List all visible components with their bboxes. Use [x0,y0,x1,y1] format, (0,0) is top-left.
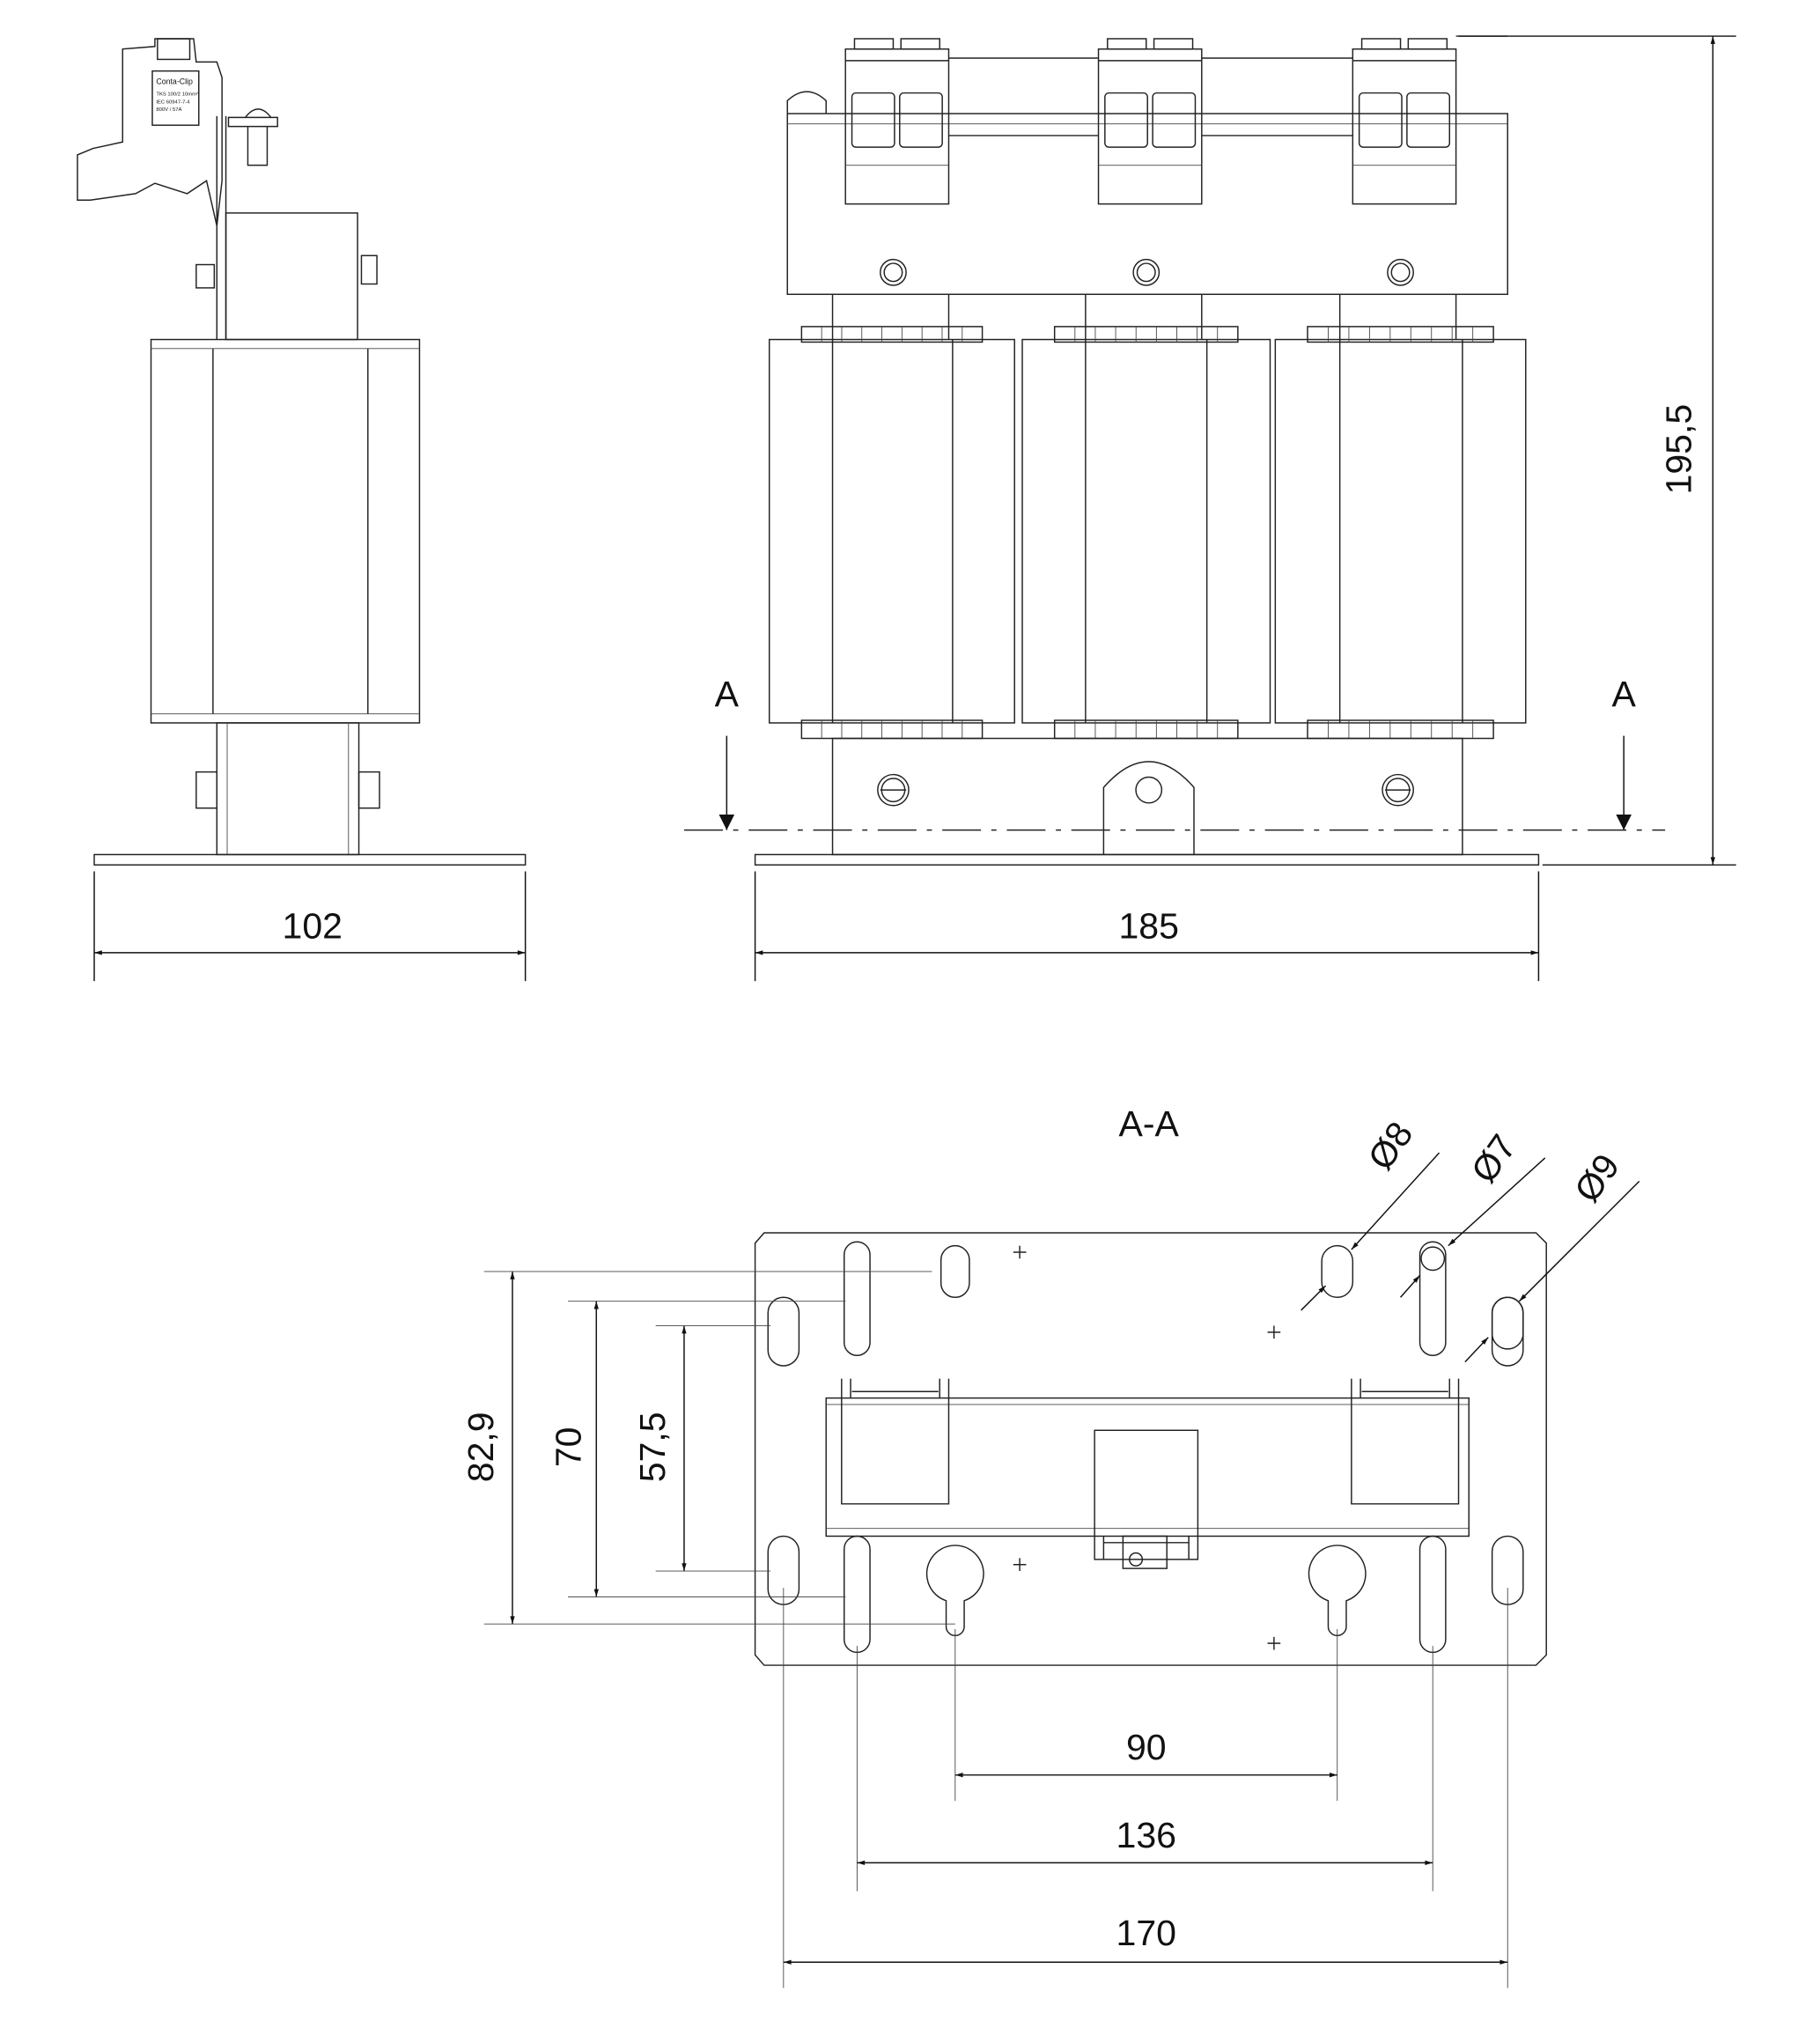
terminal-cap [1153,38,1194,50]
terminal-hole [1132,258,1161,286]
terminal-label-line2: IEC 60947-7-4 [156,100,190,105]
side-view: Conta-Clip TKS 100/2 10mm² IEC 60947-7-4… [77,38,527,982]
terminal-label-brand: Conta-Clip [156,77,193,85]
terminal-hole [883,262,903,283]
terminal-clamp [851,92,895,148]
dimension-195-5: 195,5 [1458,35,1736,866]
keyhole [925,1545,984,1637]
center-mark [1013,1558,1027,1572]
slot [1418,1535,1447,1654]
dimension-label-57-5: 57,5 [632,1412,673,1482]
coil-side [150,338,421,724]
hole-d8 [1321,1244,1354,1299]
core-comb-top [800,326,984,343]
base-plate-side [93,853,527,866]
hole-d7 [1420,1246,1446,1272]
terminal-cap [1360,38,1402,50]
center-mark [1267,1636,1281,1650]
terminal-body [844,48,950,205]
front-view: A A 185 195,5 [683,35,1736,982]
bottom-bracket [831,737,1463,856]
coil-body [768,338,1015,724]
core-comb-top [1053,326,1239,343]
terminal [831,38,950,340]
terminal-cap [1407,38,1448,50]
oval-hole [1491,1296,1524,1367]
screw-icon [786,91,827,114]
dimension-label-195-5: 195,5 [1658,404,1698,495]
screw-icon [227,108,278,166]
slot [844,1535,871,1654]
dimension-label-136: 136 [1116,1815,1176,1855]
slot [844,1241,871,1356]
dimension-label-102: 102 [283,906,343,947]
coil [1274,326,1527,740]
terminal-hole [1387,258,1414,286]
section-mark-left: A [715,674,740,714]
lower-bracket [216,722,360,856]
terminal-cap [900,38,940,50]
diameter-label-8: Ø8 [1360,1114,1421,1176]
terminal-cap [853,38,895,50]
terminal-hole [1136,262,1156,283]
slot [1418,1241,1447,1356]
terminal-cap [1107,38,1147,50]
keyhole [1308,1545,1367,1637]
dimension-label-170: 170 [1116,1913,1176,1953]
section-mark-right: A [1611,674,1636,714]
dimension-label-185: 185 [1118,906,1178,947]
mounting-plate [754,1232,1547,1666]
terminal-hole [880,258,907,286]
oval-hole [767,1296,800,1367]
dimension-label-70: 70 [549,1427,589,1468]
core-frame [825,1378,1470,1569]
coil-body [1274,338,1527,724]
coil [1021,326,1271,740]
terminal-clamp [1406,92,1450,148]
center-mark [1267,1325,1281,1339]
terminal-clamp [1152,92,1197,148]
section-view: A-A 82,9 70 57,5 90 136 170 [461,1103,1640,1988]
terminal-clamp [1358,92,1403,148]
terminal [1085,38,1203,340]
section-title: A-A [1118,1103,1179,1144]
upper-bracket [225,212,358,341]
terminal-body [1097,48,1203,205]
coil-body [1021,338,1271,724]
center-mark [1013,1245,1027,1259]
oval-hole [939,1244,970,1299]
center-mount [1102,761,1195,855]
terminal-clamp [1104,92,1148,148]
core-comb-top [1307,326,1494,343]
terminal-body [1352,48,1457,205]
terminal [1338,38,1457,340]
terminal-clamp [899,92,943,148]
diameter-label-9: Ø9 [1566,1147,1627,1209]
dimension-label-82-9: 82,9 [461,1412,501,1482]
dimension-label-90: 90 [1126,1727,1167,1767]
oval-hole [1491,1535,1524,1605]
hole-d9 [1491,1296,1524,1350]
dimension-102: 102 [93,871,527,982]
oval-hole [767,1535,800,1605]
dimension-185: 185 [754,871,1540,982]
terminal-label-plate [151,70,200,126]
coil [768,326,1015,740]
terminal-block: Conta-Clip TKS 100/2 10mm² IEC 60947-7-4… [77,38,278,340]
diameter-label-7: Ø7 [1463,1127,1524,1190]
terminal-hole [1390,262,1411,283]
terminal-label-line3: 800V / 57A [156,107,181,113]
base-plate-front [754,853,1540,866]
terminal-label-line1: TKS 100/2 10mm² [156,92,198,97]
